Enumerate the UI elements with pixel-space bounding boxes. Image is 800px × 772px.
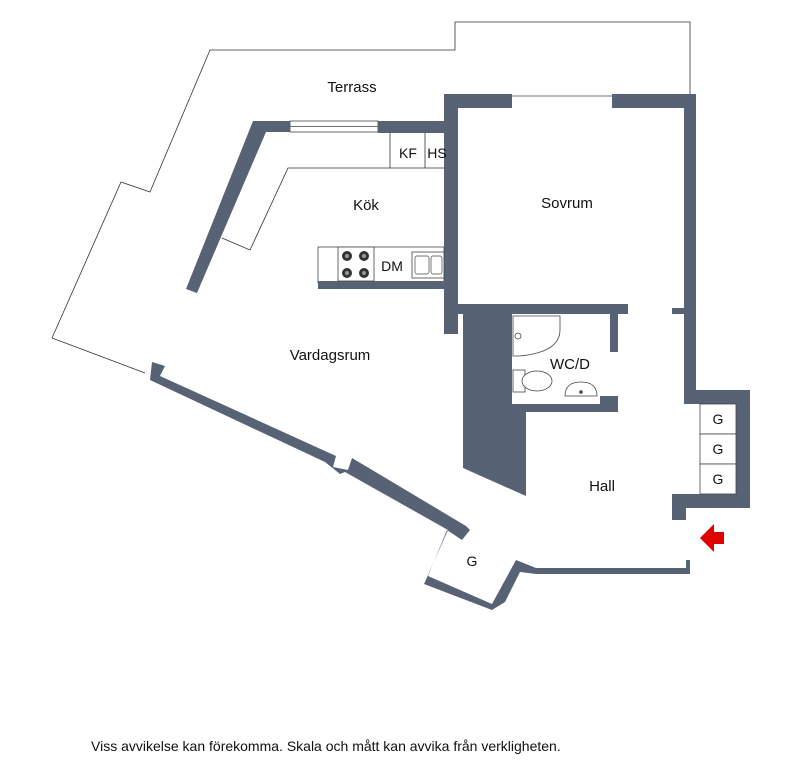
label-bedroom: Sovrum [541, 195, 593, 212]
kitchen-window [289, 120, 379, 133]
hall-closets [699, 403, 737, 495]
label-dishwasher: DM [381, 258, 403, 274]
label-kitchen: Kök [353, 197, 379, 214]
kitchen-counter-line [221, 133, 391, 251]
label-closet-hall-1: G [713, 411, 724, 427]
entrance-arrow-icon [700, 524, 724, 552]
label-wc: WC/D [550, 356, 590, 373]
label-terrace: Terrass [327, 79, 376, 96]
walls [150, 94, 750, 610]
terrace-edge [51, 337, 146, 374]
label-closet-hall-3: G [713, 471, 724, 487]
kitchen-island [317, 246, 448, 289]
label-freezer: HS [427, 145, 446, 161]
terrace-outline [51, 21, 691, 339]
disclaimer-text: Viss avvikelse kan förekomma. Skala och … [91, 738, 561, 754]
label-closet-entry: G [467, 553, 478, 569]
label-living: Vardagsrum [290, 347, 371, 364]
label-hall: Hall [589, 478, 615, 495]
floor-plan: Terrass Kök Sovrum Vardagsrum WC/D Hall … [51, 21, 750, 610]
label-fridge: KF [399, 145, 417, 161]
wc-fixtures [512, 315, 598, 397]
label-closet-hall-2: G [713, 441, 724, 457]
